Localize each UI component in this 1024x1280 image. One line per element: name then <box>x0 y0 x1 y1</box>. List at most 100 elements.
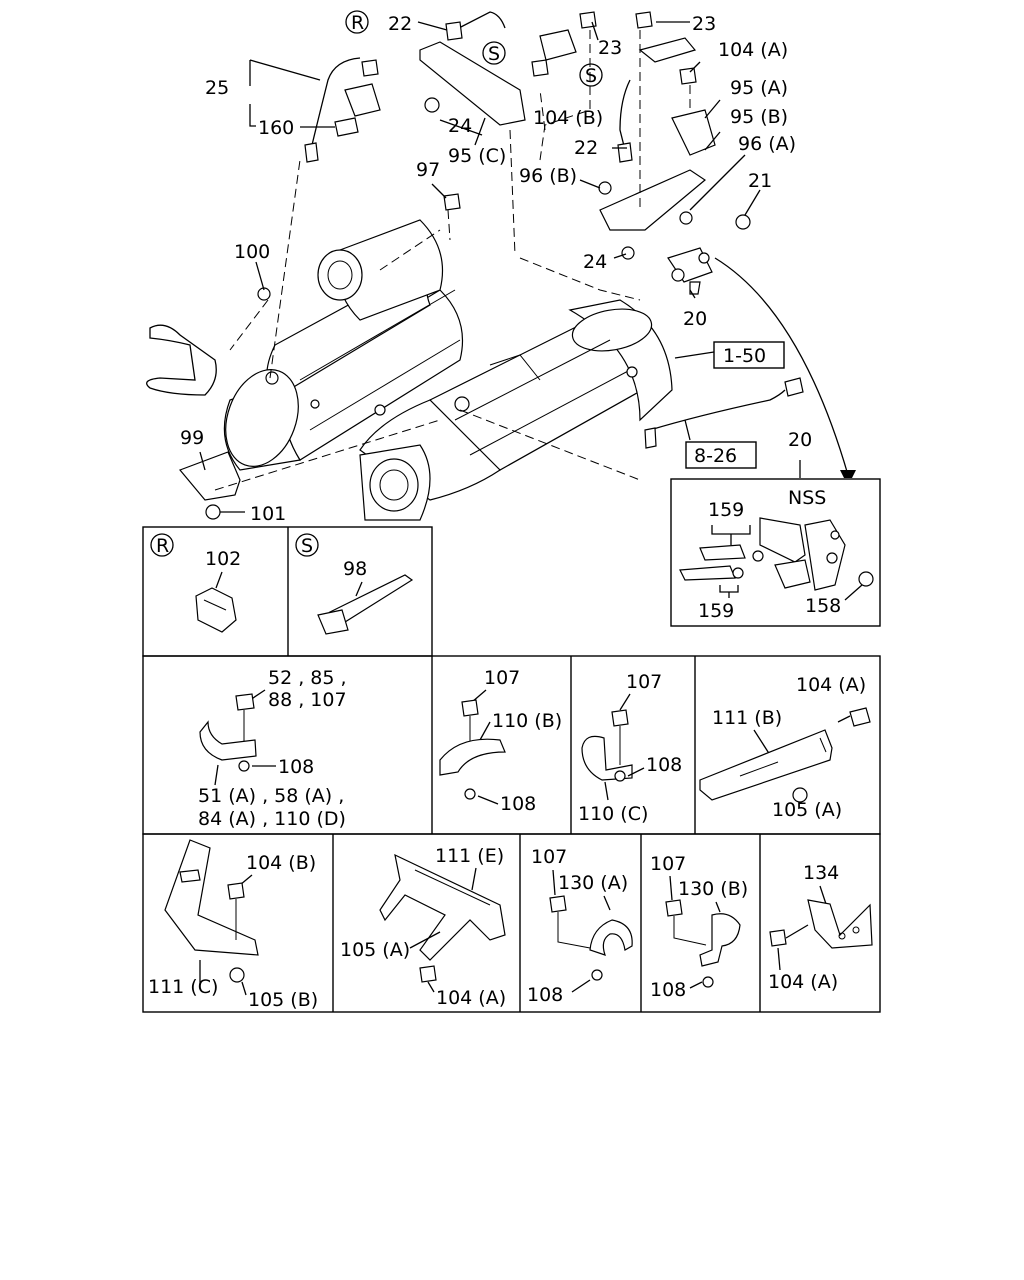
detail-bracket-111b: 104 (A) 111 (B) 105 (A) <box>699 674 871 821</box>
harness-25 <box>311 57 361 146</box>
clamp-51a <box>199 720 257 761</box>
bracket-c-nut: 105 (B) <box>248 989 318 1011</box>
label-99: 99 <box>180 427 204 449</box>
label-95a: 95 (A) <box>730 77 788 99</box>
left-canister <box>223 219 464 471</box>
label-102: 102 <box>205 548 241 570</box>
bracket-134 <box>807 899 873 949</box>
bracket-95a <box>671 109 716 156</box>
clamp2-nut: 108 <box>500 793 536 815</box>
nss-title: NSS <box>788 487 826 509</box>
label-104b-top: 104 (B) <box>533 107 603 129</box>
label-97: 97 <box>416 159 440 181</box>
clamp-110b <box>439 738 506 776</box>
sensor-bracket-right <box>638 37 697 63</box>
label-96b: 96 (B) <box>519 165 577 187</box>
clamp130b-label: 130 (B) <box>678 878 748 900</box>
label-23-right: 23 <box>692 13 716 35</box>
label-98: 98 <box>343 558 367 580</box>
clamp1-bottom1: 51 (A) , 58 (A) , <box>198 785 344 807</box>
bracket-111e <box>379 853 506 961</box>
main-assembly: R S S 25 160 22 23 23 104 (A) 104 (B) 24… <box>146 10 856 525</box>
marker-r: R <box>351 12 364 34</box>
bracket134-bolt: 104 (A) <box>768 971 838 993</box>
label-96a: 96 (A) <box>738 133 796 155</box>
label-25: 25 <box>205 77 229 99</box>
detail-clamp-130a: 107 130 (A) 108 <box>527 846 633 1006</box>
clamp1-bottom2: 84 (A) , 110 (D) <box>198 808 346 830</box>
bracket-b-nut: 105 (A) <box>772 799 842 821</box>
clamp1-line2: 88 , 107 <box>268 689 347 711</box>
bracket-111b <box>699 729 833 801</box>
label-95c: 95 (C) <box>448 145 506 167</box>
label-104a-top: 104 (A) <box>718 39 788 61</box>
clamp130a-label: 130 (A) <box>558 872 628 894</box>
sensor-line-22a <box>454 11 506 31</box>
detail-bracket-111c: 104 (B) 111 (C) 105 (B) <box>148 839 318 1011</box>
label-20-inset: 20 <box>788 429 812 451</box>
bracket-b-label: 111 (B) <box>712 707 782 729</box>
bracket-95c <box>419 41 526 126</box>
clamp2-bolt: 107 <box>484 667 520 689</box>
bracket-95b <box>599 169 707 231</box>
callout-arc <box>714 257 849 476</box>
label-21: 21 <box>748 170 772 192</box>
clamp2-label: 110 (B) <box>492 710 562 732</box>
clamp-130b <box>699 913 741 967</box>
label-20-main: 20 <box>683 308 707 330</box>
detail-bracket-111e: 111 (E) 105 (A) 104 (A) <box>340 845 506 1009</box>
bracket-111c <box>164 839 259 956</box>
detail-clamp-130b: 107 130 (B) 108 <box>650 853 748 1001</box>
clamp3-label: 110 (C) <box>578 803 648 825</box>
bracket-e-bolt: 104 (A) <box>436 987 506 1009</box>
nss-inset: NSS 159 159 158 <box>670 478 881 627</box>
label-101: 101 <box>250 503 286 525</box>
label-24-mid: 24 <box>583 251 607 273</box>
right-canister <box>359 299 673 521</box>
detail-grid <box>142 526 881 1013</box>
label-8-26: 8-26 <box>694 445 737 467</box>
bracket-e-label: 111 (E) <box>435 845 504 867</box>
detail-s-marker: S <box>301 535 313 557</box>
clamp130b-nut: 108 <box>650 979 686 1001</box>
label-22-mid: 22 <box>574 137 598 159</box>
bracket-99 <box>178 451 241 501</box>
clamp3-bolt: 107 <box>626 671 662 693</box>
ref-box-1-50 <box>713 341 785 369</box>
label-22-top: 22 <box>388 13 412 35</box>
detail-clamp-1: 52 , 85 , 88 , 107 108 51 (A) , 58 (A) ,… <box>198 667 347 830</box>
detail-r-marker: R <box>156 535 169 557</box>
detail-clamp-2: 107 110 (B) 108 <box>439 667 562 815</box>
marker-s-2: S <box>585 65 597 87</box>
label-159-top: 159 <box>708 499 744 521</box>
clamp1-line1: 52 , 85 , <box>268 667 347 689</box>
clamp130a-bolt: 107 <box>531 846 567 868</box>
clamp-130a <box>589 919 633 956</box>
bracket-e-nut: 105 (A) <box>340 939 410 961</box>
detail-r-panel: R 102 <box>150 533 241 633</box>
clamp130b-bolt: 107 <box>650 853 686 875</box>
label-1-50: 1-50 <box>723 345 766 367</box>
label-95b: 95 (B) <box>730 106 788 128</box>
bracket-c-bolt: 104 (B) <box>246 852 316 874</box>
detail-clamp-3: 107 108 110 (C) <box>578 671 682 825</box>
harness-8-26 <box>649 389 786 431</box>
sensor-plate <box>539 29 577 61</box>
clamp3-nut: 108 <box>646 754 682 776</box>
label-158: 158 <box>805 595 841 617</box>
clamp-110c <box>581 735 633 781</box>
mount-strap <box>146 324 217 396</box>
clamp1-nut: 108 <box>278 756 314 778</box>
sensor-line-22b <box>619 79 631 151</box>
bracket134-label: 134 <box>803 862 839 884</box>
harness-clip-102 <box>195 587 237 633</box>
ref-box-8-26 <box>685 441 757 469</box>
bracket-b-bolt: 104 (A) <box>796 674 866 696</box>
label-160: 160 <box>258 117 294 139</box>
nut-101 <box>205 504 221 520</box>
label-24-top: 24 <box>448 115 472 137</box>
clamp130a-nut: 108 <box>527 984 563 1006</box>
marker-s-1: S <box>488 43 500 65</box>
detail-bracket-134: 134 104 (A) <box>768 862 873 993</box>
